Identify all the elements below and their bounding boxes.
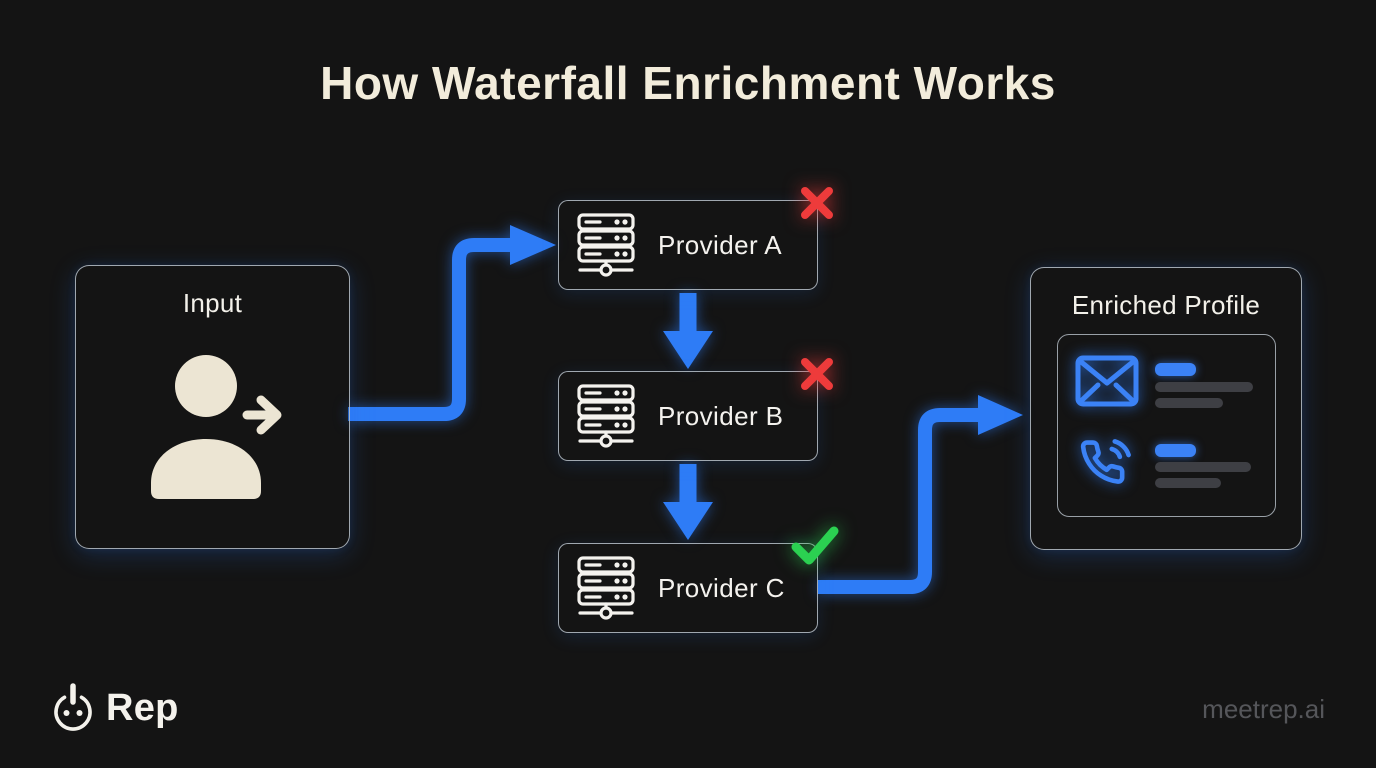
profile-card: [1057, 334, 1276, 517]
input-box-label: Input: [182, 288, 243, 318]
x-icon: [801, 358, 833, 390]
arrow-provider-a-to-provider-b: [663, 293, 713, 369]
email-detail-bar-medium: [1155, 398, 1223, 408]
server-icon: [577, 556, 635, 620]
email-highlight-bar: [1155, 363, 1196, 376]
person-arrow-icon: [151, 355, 282, 499]
brand-name: Rep: [106, 686, 179, 729]
arrow-provider-c-to-enriched-profile: [818, 395, 1023, 594]
arrow-input-to-provider-a: [348, 225, 556, 421]
provider-b-label: Provider B: [658, 400, 784, 431]
enriched-profile-label: Enriched Profile: [1071, 290, 1261, 320]
page-title: How Waterfall Enrichment Works: [320, 57, 1056, 109]
input-box: Input: [75, 265, 350, 549]
site-link: meetrep.ai: [1202, 694, 1325, 724]
server-icon: [577, 384, 635, 448]
power-icon: [54, 683, 92, 731]
phone-highlight-bar: [1155, 444, 1196, 457]
enriched-profile-box: Enriched Profile: [1030, 267, 1302, 550]
email-detail-bar-long: [1155, 382, 1253, 392]
arrow-provider-b-to-provider-c: [663, 464, 713, 540]
email-icon: [1075, 355, 1139, 407]
phone-detail-bar-medium: [1155, 478, 1221, 488]
provider-a-box: Provider A: [558, 187, 833, 290]
check-icon: [791, 526, 839, 565]
provider-a-label: Provider A: [658, 229, 782, 260]
phone-icon: [1080, 439, 1131, 484]
x-icon: [801, 187, 833, 219]
brand-logo: Rep: [50, 683, 179, 733]
provider-c-box: Provider C: [558, 526, 839, 633]
provider-b-box: Provider B: [558, 358, 833, 461]
phone-detail-bar-long: [1155, 462, 1251, 472]
server-icon: [577, 213, 635, 277]
provider-c-label: Provider C: [658, 572, 785, 603]
